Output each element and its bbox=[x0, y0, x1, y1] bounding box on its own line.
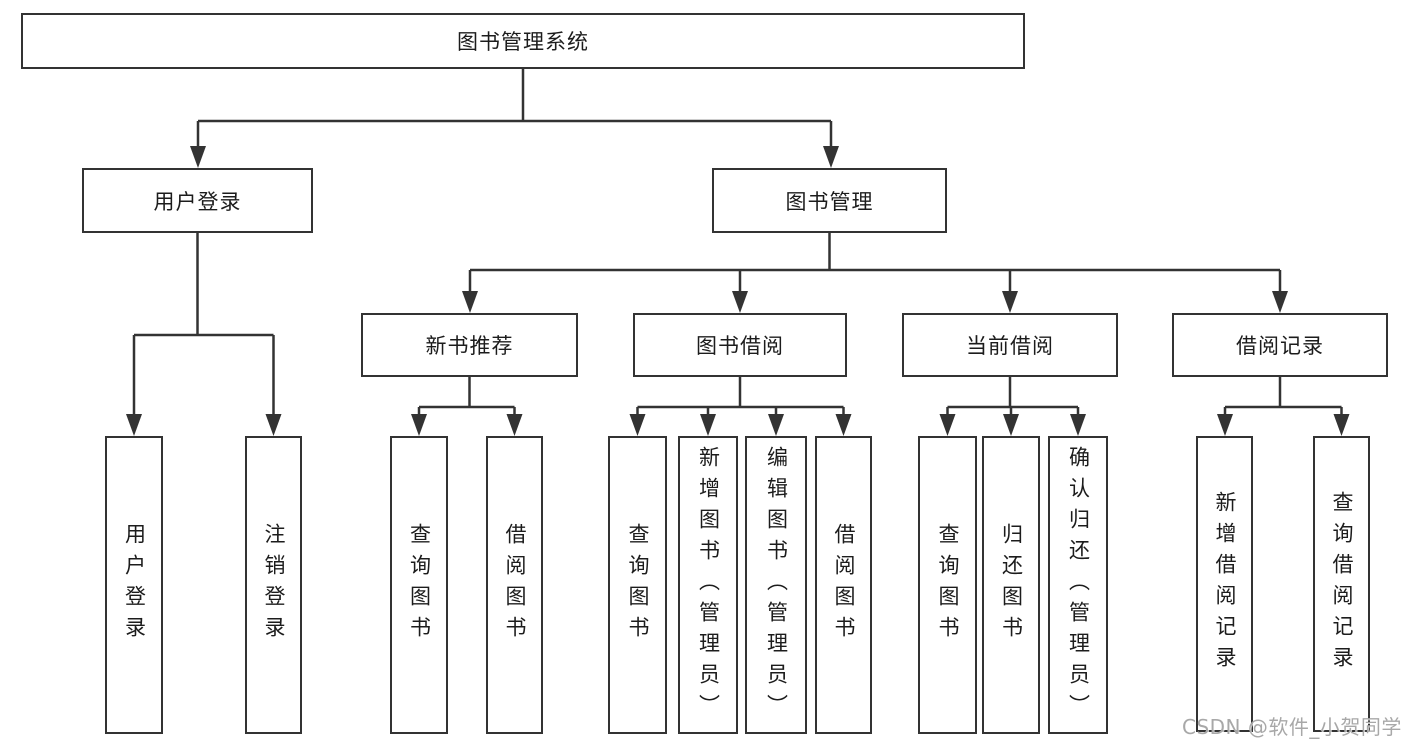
leaf-query-books-newbooks-label: 查询图书 bbox=[407, 523, 432, 647]
leaf-return-books-label: 归还图书 bbox=[999, 523, 1024, 647]
root-node-label: 图书管理系统 bbox=[457, 30, 589, 54]
leaf-user-login-label: 用户登录 bbox=[122, 523, 147, 647]
leaf-confirm-return-admin-label: 确认归还（管理员） bbox=[1066, 445, 1091, 725]
root-node-library-management-system: 图书管理系统 bbox=[21, 13, 1025, 69]
node-current-borrow: 当前借阅 bbox=[902, 313, 1118, 377]
leaf-borrow-books-borrow-label: 借阅图书 bbox=[832, 523, 856, 647]
leaf-confirm-return-admin: 确认归还（管理员） bbox=[1048, 436, 1108, 734]
node-book-management-label: 图书管理 bbox=[785, 189, 874, 214]
node-user-login-label: 用户登录 bbox=[153, 189, 242, 214]
node-book-borrow-label: 图书借阅 bbox=[696, 334, 784, 358]
leaf-borrow-books-borrow: 借阅图书 bbox=[815, 436, 872, 734]
leaf-return-books: 归还图书 bbox=[982, 436, 1040, 734]
leaf-edit-books-admin-label: 编辑图书（管理员） bbox=[764, 445, 789, 725]
leaf-logout-label: 注销登录 bbox=[262, 523, 286, 647]
node-new-book-recommend: 新书推荐 bbox=[361, 313, 578, 377]
leaf-query-books-borrow: 查询图书 bbox=[608, 436, 667, 734]
node-current-borrow-label: 当前借阅 bbox=[966, 334, 1054, 358]
leaf-query-books-borrow-label: 查询图书 bbox=[626, 523, 650, 647]
node-user-login: 用户登录 bbox=[82, 168, 313, 233]
leaf-borrow-books-newbooks-label: 借阅图书 bbox=[503, 523, 527, 647]
node-new-book-recommend-label: 新书推荐 bbox=[425, 334, 514, 358]
leaf-query-books-newbooks: 查询图书 bbox=[390, 436, 448, 734]
leaf-query-books-current-label: 查询图书 bbox=[936, 523, 960, 647]
node-book-borrow: 图书借阅 bbox=[633, 313, 847, 377]
arrowheads bbox=[126, 146, 1350, 436]
leaf-user-login: 用户登录 bbox=[105, 436, 163, 734]
node-book-management: 图书管理 bbox=[712, 168, 947, 233]
watermark: CSDN @软件_小贺同学 bbox=[1182, 715, 1402, 739]
leaf-query-borrow-record: 查询借阅记录 bbox=[1313, 436, 1370, 732]
leaf-add-borrow-record-label: 新增借阅记录 bbox=[1213, 491, 1237, 677]
leaf-add-books-admin-label: 新增图书（管理员） bbox=[696, 445, 721, 725]
leaf-borrow-books-newbooks: 借阅图书 bbox=[486, 436, 543, 734]
leaf-query-borrow-record-label: 查询借阅记录 bbox=[1330, 491, 1354, 677]
leaf-edit-books-admin: 编辑图书（管理员） bbox=[745, 436, 807, 734]
leaf-add-books-admin: 新增图书（管理员） bbox=[678, 436, 738, 734]
leaf-add-borrow-record: 新增借阅记录 bbox=[1196, 436, 1253, 732]
leaf-logout: 注销登录 bbox=[245, 436, 302, 734]
node-borrow-records-label: 借阅记录 bbox=[1236, 334, 1324, 358]
leaf-query-books-current: 查询图书 bbox=[918, 436, 977, 734]
node-borrow-records: 借阅记录 bbox=[1172, 313, 1388, 377]
